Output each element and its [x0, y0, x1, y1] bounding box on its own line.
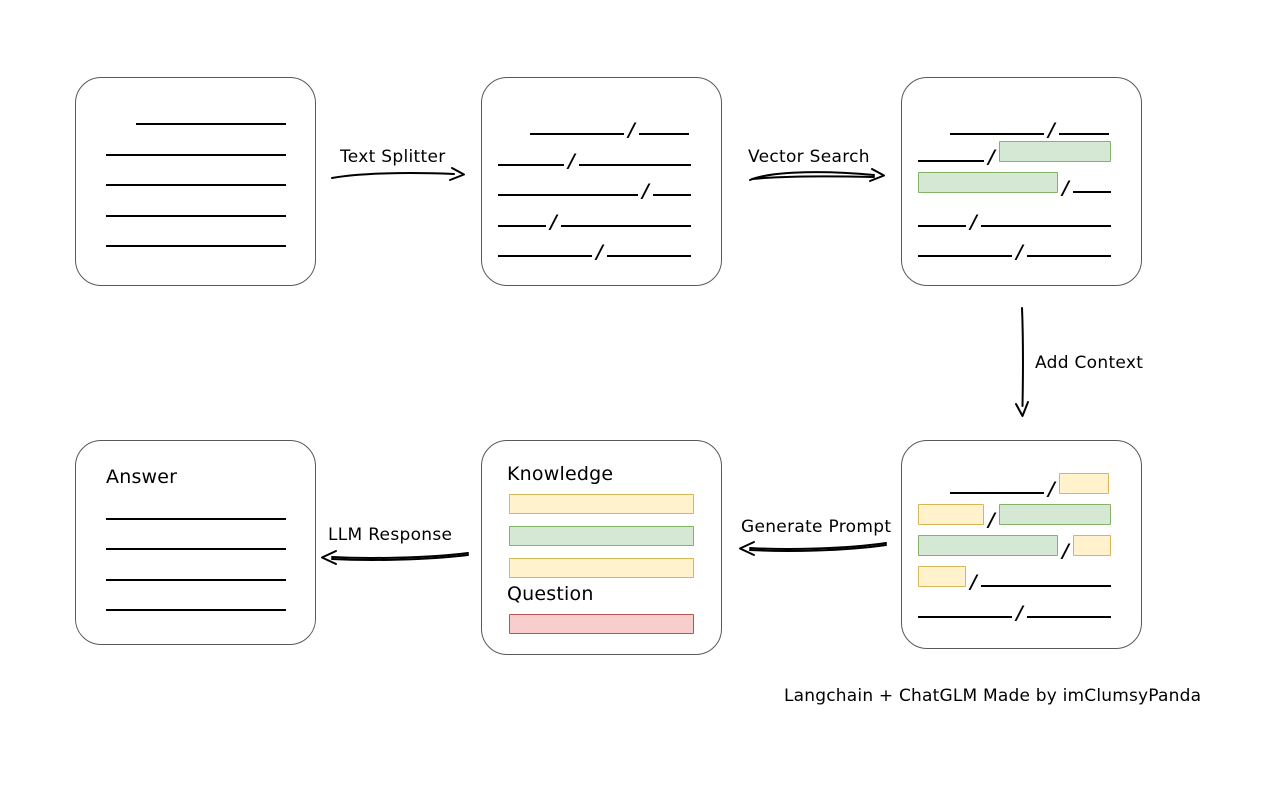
chunk-segment [1058, 133, 1109, 135]
arrow-add-context [1015, 307, 1029, 417]
node-answer[interactable]: Answer [75, 440, 316, 645]
answer-label: Answer [106, 466, 178, 488]
document-line [106, 215, 286, 217]
chunk-segment [980, 225, 1111, 227]
document-line [106, 154, 286, 156]
arrow-text-splitter [331, 167, 465, 181]
chunk-separator: / [1016, 241, 1023, 263]
chunk-row: / [918, 171, 1111, 199]
chunk-separator: / [1062, 540, 1069, 562]
chunk-separator: / [628, 119, 635, 141]
edge-label-text-splitter: Text Splitter [340, 147, 446, 167]
document-line [106, 245, 286, 247]
chunk-segment [498, 194, 638, 196]
chunk-row: / [918, 596, 1111, 624]
document-line [106, 184, 286, 186]
answer-line [106, 609, 286, 611]
chunk-separator: / [596, 241, 603, 263]
chunk-row: / [918, 472, 1109, 500]
edge-label-add-context: Add Context [1035, 353, 1144, 373]
edge-label-llm-response: LLM Response [328, 525, 453, 545]
node-split-chunks[interactable]: / / / / / [481, 77, 722, 286]
chunk-segment [578, 164, 691, 166]
chunk-segment [918, 160, 984, 162]
edge-label-vector-search: Vector Search [748, 147, 870, 167]
knowledge-bar [509, 526, 694, 546]
question-label: Question [507, 583, 594, 605]
chunk-segment [918, 616, 1012, 618]
chunk-segment [1026, 616, 1111, 618]
node-context-chunks[interactable]: / / / / / [901, 440, 1142, 649]
chunk-separator: / [970, 211, 977, 233]
node-source-document[interactable] [75, 77, 316, 286]
chunk-segment [638, 133, 689, 135]
chunk-separator: / [550, 211, 557, 233]
context-chunk-highlight [918, 504, 984, 525]
chunk-separator: / [1048, 478, 1055, 500]
footer-credit: Langchain + ChatGLM Made by imClumsyPand… [784, 686, 1202, 706]
answer-line [106, 579, 286, 581]
chunk-row: / [918, 503, 1111, 531]
chunk-segment [950, 133, 1044, 135]
answer-line [106, 518, 286, 520]
chunk-separator: / [970, 571, 977, 593]
chunk-segment [950, 492, 1044, 494]
chunk-row: / [918, 235, 1111, 263]
chunk-separator: / [1048, 119, 1055, 141]
chunk-row: / [498, 144, 691, 172]
retrieved-chunk-highlight [918, 172, 1058, 193]
chunk-separator: / [642, 180, 649, 202]
knowledge-label: Knowledge [507, 463, 614, 485]
chunk-row: / [498, 113, 689, 141]
chunk-segment [530, 133, 624, 135]
chunk-row: / [918, 534, 1111, 562]
answer-line [106, 548, 286, 550]
chunk-row: / [498, 235, 691, 263]
context-chunk-highlight [1072, 535, 1111, 556]
chunk-row: / [918, 565, 1111, 593]
chunk-segment [498, 255, 592, 257]
chunk-segment [980, 585, 1111, 587]
chunk-segment [498, 225, 546, 227]
context-chunk-highlight [918, 566, 966, 587]
retrieved-chunk-highlight [998, 504, 1111, 525]
arrow-generate-prompt [739, 541, 887, 556]
chunk-row: / [498, 174, 691, 202]
knowledge-bar [509, 558, 694, 578]
question-bar [509, 614, 694, 634]
edge-label-generate-prompt: Generate Prompt [741, 517, 892, 537]
chunk-segment [560, 225, 691, 227]
chunk-segment [1072, 191, 1111, 193]
chunk-row: / [918, 113, 1109, 141]
node-retrieved-chunks[interactable]: / / / / / [901, 77, 1142, 286]
retrieved-chunk-highlight [918, 535, 1058, 556]
arrow-vector-search [749, 168, 885, 182]
chunk-segment [652, 194, 691, 196]
chunk-segment [918, 255, 1012, 257]
chunk-separator: / [988, 509, 995, 531]
chunk-segment [1026, 255, 1111, 257]
chunk-segment [606, 255, 691, 257]
chunk-separator: / [988, 146, 995, 168]
document-line [136, 123, 286, 125]
chunk-separator: / [1062, 177, 1069, 199]
chunk-segment [918, 225, 966, 227]
arrow-llm-response [321, 550, 469, 565]
context-chunk-highlight [1058, 473, 1109, 494]
chunk-row: / [498, 205, 691, 233]
chunk-row: / [918, 205, 1111, 233]
chunk-row: / [918, 140, 1111, 168]
retrieved-chunk-highlight [998, 141, 1111, 162]
chunk-segment [498, 164, 564, 166]
chunk-separator: / [1016, 602, 1023, 624]
chunk-separator: / [568, 150, 575, 172]
node-prompt[interactable]: Knowledge Question [481, 440, 722, 655]
knowledge-bar [509, 494, 694, 514]
